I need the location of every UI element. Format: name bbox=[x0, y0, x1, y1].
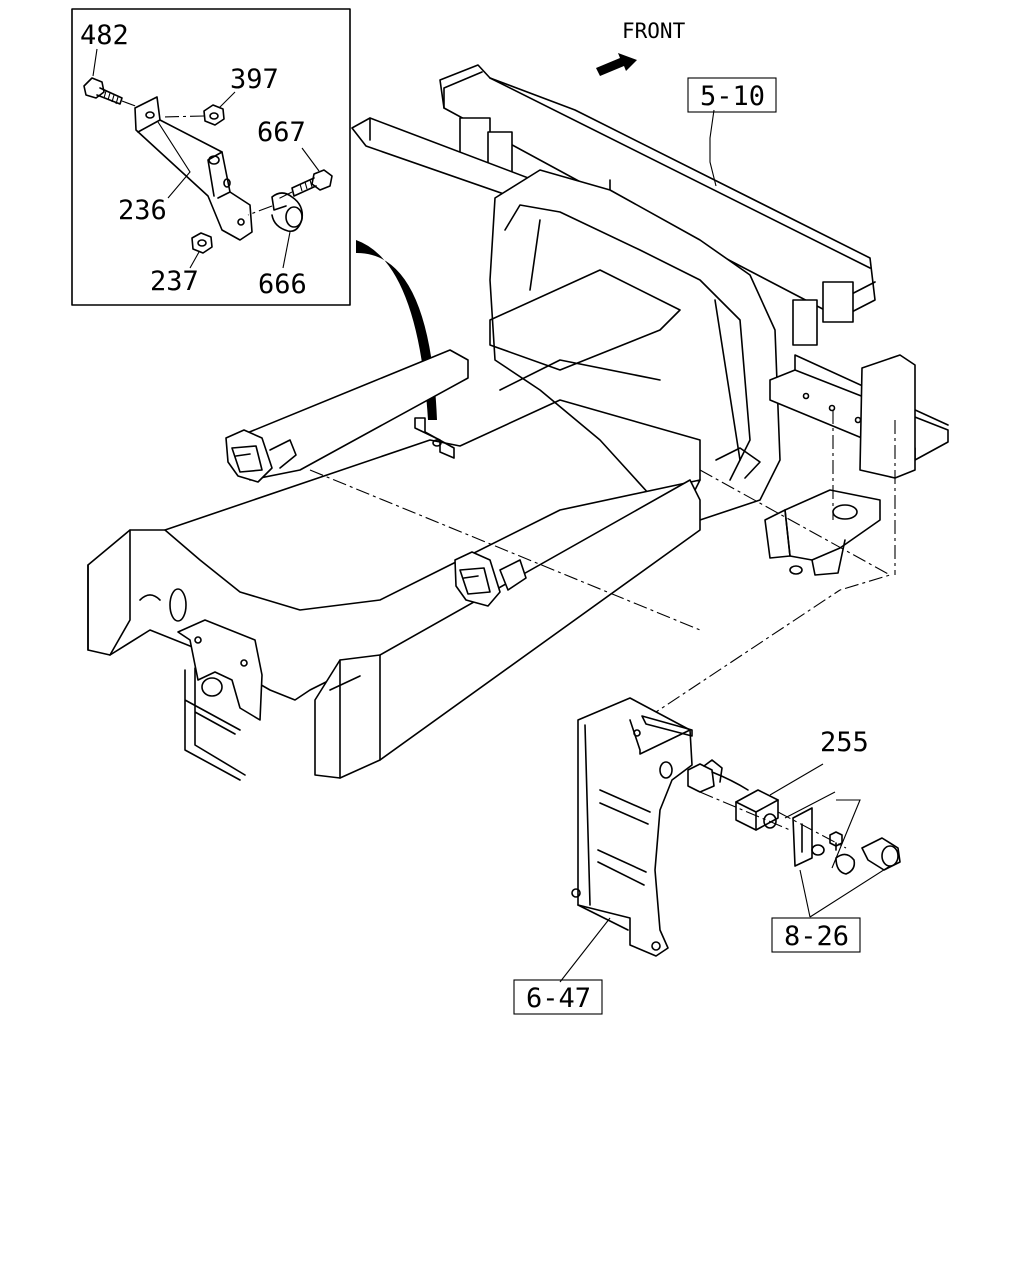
callout-397: 397 bbox=[230, 64, 279, 95]
leader-8-26 bbox=[799, 865, 891, 918]
clip-666-part bbox=[247, 192, 304, 233]
chassis-frame bbox=[87, 64, 949, 781]
ref-box-5-10 bbox=[687, 77, 777, 113]
left-hanger-bracket bbox=[177, 619, 263, 721]
upper-mount-right bbox=[822, 281, 854, 323]
callout-236: 236 bbox=[118, 195, 167, 226]
leader-666 bbox=[282, 231, 291, 269]
inset-frame bbox=[71, 8, 351, 306]
ref-5-10-label: 5-10 bbox=[700, 81, 765, 112]
callout-255: 255 bbox=[820, 727, 869, 758]
switch-body bbox=[735, 789, 779, 831]
connector bbox=[687, 763, 715, 793]
front-label: FRONT bbox=[622, 19, 686, 43]
nut-237-part bbox=[191, 232, 213, 254]
bolt-482-part bbox=[83, 77, 147, 111]
ref-box-6-47 bbox=[513, 979, 603, 1015]
front-direction-indicator: FRONT bbox=[596, 19, 686, 76]
callout-666: 666 bbox=[258, 269, 307, 300]
clip-mount-bracket bbox=[414, 417, 455, 459]
ref-box-8-26 bbox=[771, 917, 861, 953]
leader-237 bbox=[189, 251, 200, 269]
inset-detail: 482 397 667 236 237 666 bbox=[71, 8, 351, 306]
right-lower-bracket bbox=[784, 489, 881, 561]
detail-pointer-arrow bbox=[356, 240, 437, 420]
stay-assembly bbox=[571, 697, 693, 957]
callout-237: 237 bbox=[150, 266, 199, 297]
ref-8-26-label: 8-26 bbox=[784, 921, 849, 952]
cab-mount-arch bbox=[489, 169, 781, 521]
callout-667: 667 bbox=[257, 117, 306, 148]
leader-6-47 bbox=[559, 917, 611, 983]
leader-397 bbox=[218, 91, 236, 109]
switch-assembly bbox=[687, 759, 901, 875]
nut-397-part bbox=[161, 104, 225, 126]
right-main-rail bbox=[314, 479, 701, 779]
upper-crossmember bbox=[439, 64, 876, 319]
leader-255 bbox=[769, 763, 824, 796]
callout-482: 482 bbox=[80, 20, 129, 51]
front-arrow-icon bbox=[596, 53, 637, 76]
leader-482 bbox=[92, 48, 98, 77]
leader-5-10 bbox=[709, 109, 717, 187]
leader-667 bbox=[301, 147, 320, 172]
screw-667-part bbox=[275, 169, 333, 201]
ref-6-47-label: 6-47 bbox=[526, 983, 591, 1014]
leader-236 bbox=[157, 121, 191, 199]
